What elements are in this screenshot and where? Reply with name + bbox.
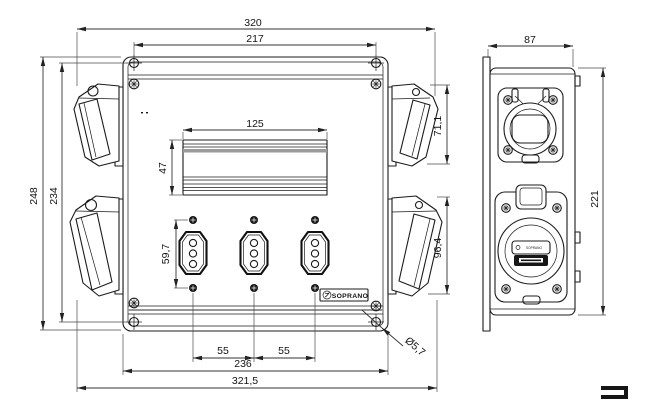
- brand-logo-icon: [322, 290, 332, 300]
- dim-din-height: 47: [157, 139, 182, 196]
- swiss-outlet-3: [300, 216, 330, 292]
- swiss-outlet-1: [178, 216, 208, 292]
- mount-hole-top-right: [368, 55, 384, 71]
- dim-body-width-bottom: 236: [122, 334, 389, 375]
- dim-outlet-screw-spacing: 59,7: [160, 219, 188, 289]
- lid-latch: [522, 295, 541, 305]
- top-seam-lines: [128, 74, 383, 80]
- dim-217-label: 217: [246, 33, 264, 45]
- outlet-hex: [178, 230, 208, 276]
- dim-55-left-label: 55: [217, 345, 229, 357]
- cee-socket-top-right: [387, 83, 439, 167]
- mounting-bracket: [482, 56, 491, 332]
- connector-brand-text: SOPRANO: [526, 246, 542, 250]
- outlet-fixing-screws: [189, 216, 197, 292]
- front-view: SOPRANO: [69, 55, 443, 332]
- dim-side-socket-top-height: 71,1: [427, 84, 450, 165]
- dim-87-label: 87: [524, 34, 536, 46]
- outlet-fixing-screws: [311, 216, 319, 292]
- clip-tabs: [574, 75, 581, 283]
- cee-socket-bottom-right: [387, 195, 443, 297]
- dim-overall-width-bottom: 321,5: [76, 300, 438, 392]
- speck-marks: [141, 112, 148, 114]
- plate-screws: [503, 95, 558, 155]
- dim-outlet-pitch: 55 55: [192, 293, 316, 362]
- dim-din-width: 125: [182, 118, 328, 139]
- dim-236-label: 236: [234, 358, 252, 370]
- dim-side-socket-bottom-height: 96,4: [428, 196, 450, 295]
- dim-55-right-label: 55: [278, 345, 290, 357]
- dim-side-height: 221: [578, 67, 606, 316]
- dim-221-label: 221: [589, 190, 601, 208]
- hinge-lug-left: [511, 88, 519, 103]
- outlet-fixing-screws: [250, 216, 258, 292]
- side-view: SOPRANO: [482, 56, 581, 332]
- hinge-lug-right: [542, 88, 550, 103]
- dim-47-label: 47: [157, 162, 169, 174]
- plate-screws: [501, 203, 562, 294]
- dim-mount-hole-spacing-v: 234: [48, 62, 127, 323]
- dim-321-5-label: 321,5: [232, 375, 258, 387]
- dim-side-width: 87: [487, 34, 574, 67]
- dim-59-7-label: 59,7: [160, 244, 172, 265]
- dim-248-label: 248: [28, 187, 40, 205]
- brand-label: SOPRANO: [319, 288, 369, 302]
- cover-screws: [128, 78, 382, 312]
- lid-tab: [515, 184, 547, 210]
- dim-96-4-label: 96,4: [432, 238, 444, 259]
- swiss-outlet-2: [239, 216, 269, 292]
- round-socket-top: [497, 87, 564, 164]
- dim-hole-dia-label: Ø5,7: [402, 335, 427, 359]
- dim-mount-hole-spacing-h: 217: [133, 33, 377, 57]
- connector-label: SOPRANO: [511, 240, 551, 266]
- mount-hole-top-left: [126, 55, 142, 71]
- dim-234-label: 234: [48, 187, 60, 205]
- round-socket-bottom: SOPRANO: [494, 184, 568, 305]
- lid-latch: [521, 154, 540, 164]
- socket-window: [511, 114, 549, 144]
- cee-socket-bottom-left: [69, 195, 124, 297]
- corner-mark: [601, 386, 628, 399]
- din-rail-window: [182, 139, 328, 196]
- bottom-seam-lines: [128, 305, 383, 315]
- dim-71-1-label: 71,1: [432, 116, 444, 137]
- mount-hole-bottom-left: [126, 314, 142, 330]
- brand-text: SOPRANO: [332, 293, 368, 300]
- dim-320-label: 320: [244, 17, 262, 29]
- dim-overall-height: 248: [28, 56, 121, 331]
- cee-socket-top-left: [73, 83, 124, 167]
- outlet-hex: [239, 230, 269, 276]
- socket-ring: [497, 217, 565, 285]
- dim-125-label: 125: [246, 118, 264, 130]
- dimensions: 320 217 248 234 125: [28, 17, 606, 392]
- outlet-hex: [300, 230, 330, 276]
